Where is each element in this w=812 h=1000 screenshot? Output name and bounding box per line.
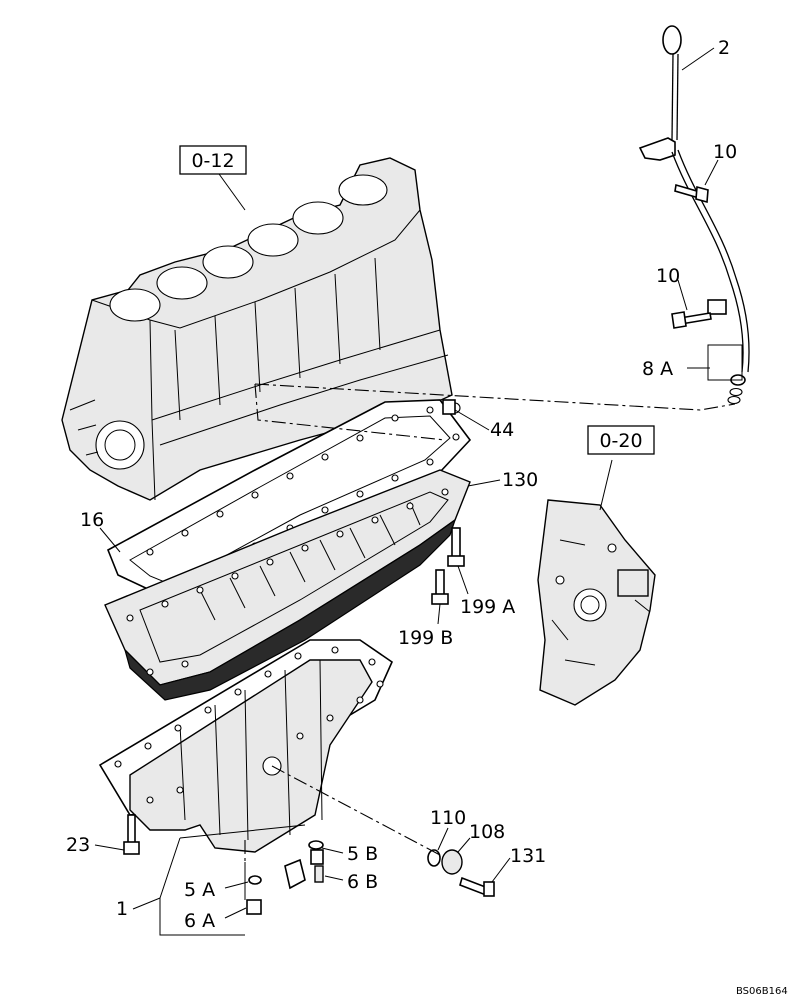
engine-block — [61, 157, 461, 501]
stiffener-ribs — [199, 501, 421, 621]
dipstick-assembly — [638, 25, 750, 405]
callout-labels: 2 10 10 8 A 44 130 16 199 A 199 B 110 10… — [66, 37, 737, 932]
callout-44: 44 — [490, 419, 514, 441]
callout-10-upper: 10 — [713, 141, 737, 163]
gasket-16 — [106, 399, 472, 601]
bolt-23 — [123, 814, 140, 855]
stiffener-frame-130 — [104, 469, 471, 701]
cover-108 — [441, 849, 463, 875]
timing-housing — [537, 499, 656, 706]
bolt-10-upper — [674, 183, 709, 204]
callout-2: 2 — [718, 37, 730, 59]
callout-23: 23 — [66, 834, 90, 856]
bolt-199a — [447, 527, 465, 567]
leader-lines — [94, 47, 736, 936]
drain-parts — [246, 840, 324, 915]
callout-5a: 5 A — [184, 879, 215, 901]
bolt-199b — [431, 569, 449, 605]
bolt-10-lower — [671, 311, 712, 329]
plug-44 — [442, 399, 456, 415]
ref-box-0-12-label: 0-12 — [191, 150, 234, 172]
callout-8a: 8 A — [642, 358, 673, 380]
stiffener-holes — [126, 488, 449, 676]
ref-box-0-20-label: 0-20 — [599, 430, 642, 452]
callout-131: 131 — [510, 845, 546, 867]
callout-16: 16 — [80, 509, 104, 531]
callout-10-lower: 10 — [656, 265, 680, 287]
oil-pan-1 — [98, 639, 394, 853]
callout-6a: 6 A — [184, 910, 215, 932]
ref-box-0-20[interactable]: 0-20 — [587, 425, 655, 455]
callout-130: 130 — [502, 469, 538, 491]
callout-6b: 6 B — [347, 871, 378, 893]
callout-108: 108 — [469, 821, 505, 843]
oil-pan-flange-holes — [114, 646, 384, 804]
callout-110: 110 — [430, 807, 466, 829]
callout-199b: 199 B — [398, 627, 453, 649]
callout-199a: 199 A — [460, 596, 515, 618]
ref-box-0-12[interactable]: 0-12 — [179, 145, 247, 175]
drawing-code: BS06B164 — [736, 986, 788, 997]
callout-1: 1 — [116, 898, 128, 920]
bolt-131 — [459, 876, 495, 897]
callout-5b: 5 B — [347, 843, 378, 865]
